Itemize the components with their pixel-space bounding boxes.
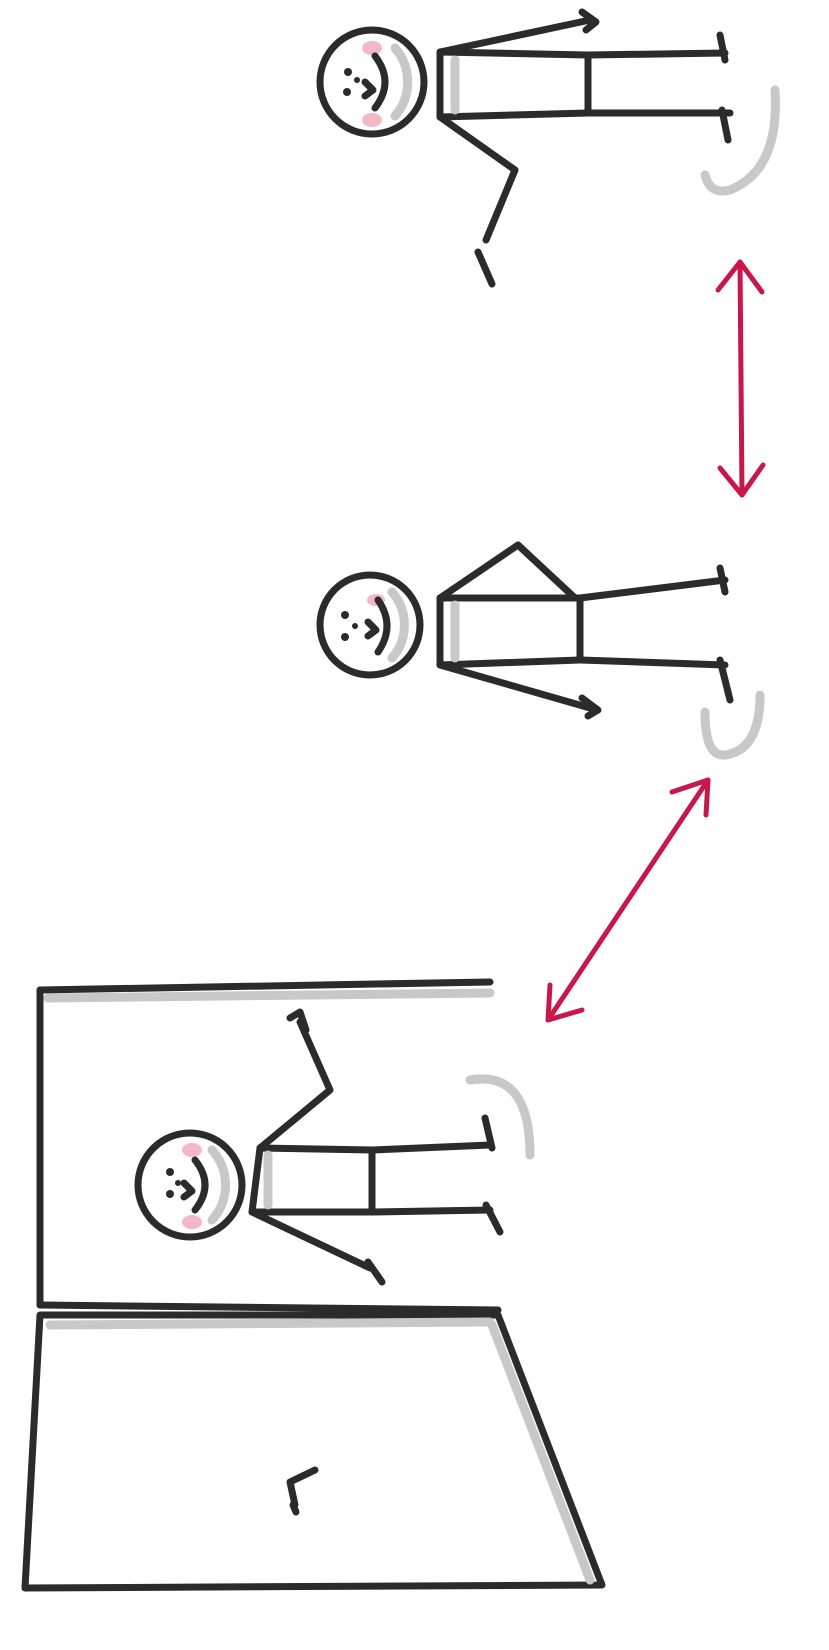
smile-face-icon bbox=[320, 30, 424, 134]
double-arrow-icon bbox=[718, 262, 763, 495]
smile-face-icon bbox=[320, 575, 420, 675]
double-arrow-icon bbox=[548, 780, 708, 1020]
door-icon bbox=[290, 1470, 315, 1512]
smile-face-icon bbox=[138, 1133, 242, 1237]
figure-skirt-right bbox=[320, 12, 775, 284]
figure-dress-middle bbox=[320, 545, 760, 755]
figure-in-room bbox=[138, 1012, 530, 1282]
room-icon bbox=[25, 982, 602, 1588]
